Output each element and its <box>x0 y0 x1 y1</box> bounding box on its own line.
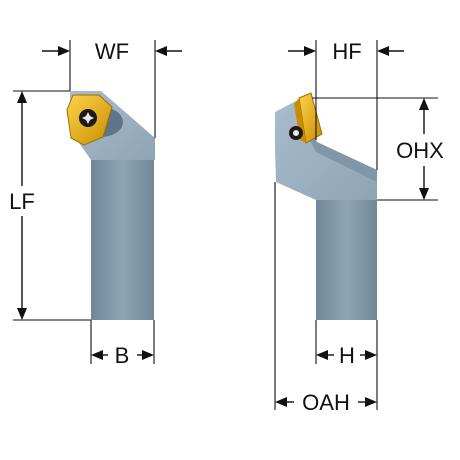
label-ohx: OHX <box>396 138 444 163</box>
dimension-h: H <box>315 320 378 410</box>
dimension-wf: WF <box>42 39 182 138</box>
dimension-b: B <box>90 320 155 368</box>
label-wf: WF <box>95 39 129 64</box>
dimension-hf: HF <box>288 39 404 170</box>
label-lf: LF <box>9 189 35 214</box>
label-hf: HF <box>332 39 361 64</box>
left-shank <box>91 160 154 320</box>
threading-insert-icon <box>66 94 113 146</box>
dimension-ohx: OHX <box>312 97 444 201</box>
left-view: WF LF B <box>9 39 182 368</box>
right-view: HF OHX H OAH <box>274 39 444 415</box>
label-h: H <box>339 343 355 368</box>
dimension-oah: OAH <box>274 182 377 415</box>
right-shank <box>316 200 377 320</box>
dimension-lf: LF <box>9 90 91 321</box>
label-b: B <box>115 343 130 368</box>
label-oah: OAH <box>302 390 350 415</box>
right-head-facet <box>296 100 377 182</box>
